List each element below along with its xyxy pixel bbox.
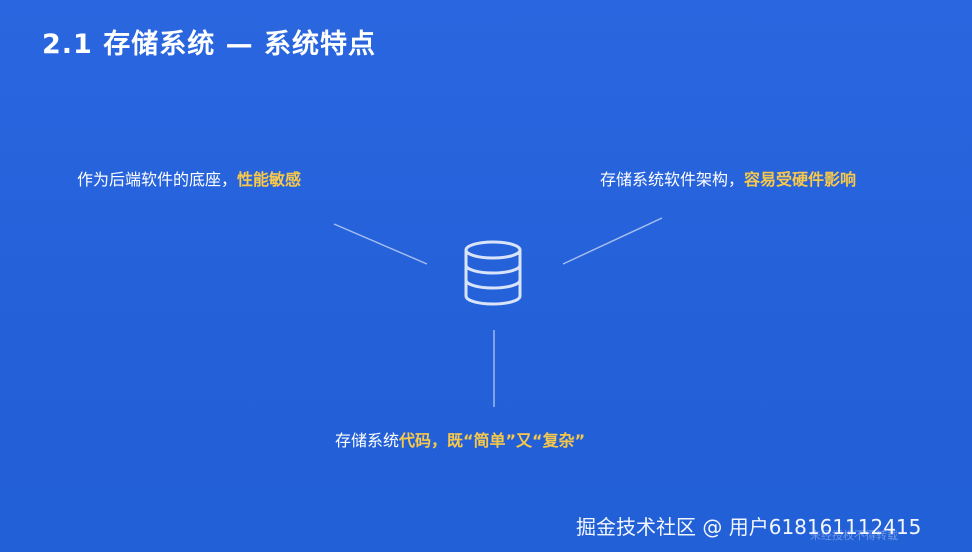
connector-left xyxy=(333,223,428,265)
feature-left-highlight: 性能敏感 xyxy=(237,170,302,189)
feature-bottom: 存储系统代码，既“简单”又“复杂” xyxy=(335,427,585,451)
feature-bottom-text: 存储系统 xyxy=(335,431,400,450)
feature-left-text: 作为后端软件的底座， xyxy=(77,170,238,189)
watermark-faint: 未经授权不得转载 xyxy=(810,529,898,542)
watermark: 掘金技术社区 @ 用户618161112415 xyxy=(576,515,922,539)
slide-title: 2.1 存储系统 — 系统特点 xyxy=(42,29,377,60)
feature-right: 存储系统软件架构，容易受硬件影响 xyxy=(600,166,856,190)
connector-right xyxy=(562,217,663,265)
database-icon xyxy=(464,240,522,306)
feature-left: 作为后端软件的底座，性能敏感 xyxy=(77,166,301,190)
feature-bottom-highlight: 代码，既“简单”又“复杂” xyxy=(399,431,586,450)
feature-right-text: 存储系统软件架构， xyxy=(600,170,745,189)
feature-right-highlight: 容易受硬件影响 xyxy=(744,170,857,189)
